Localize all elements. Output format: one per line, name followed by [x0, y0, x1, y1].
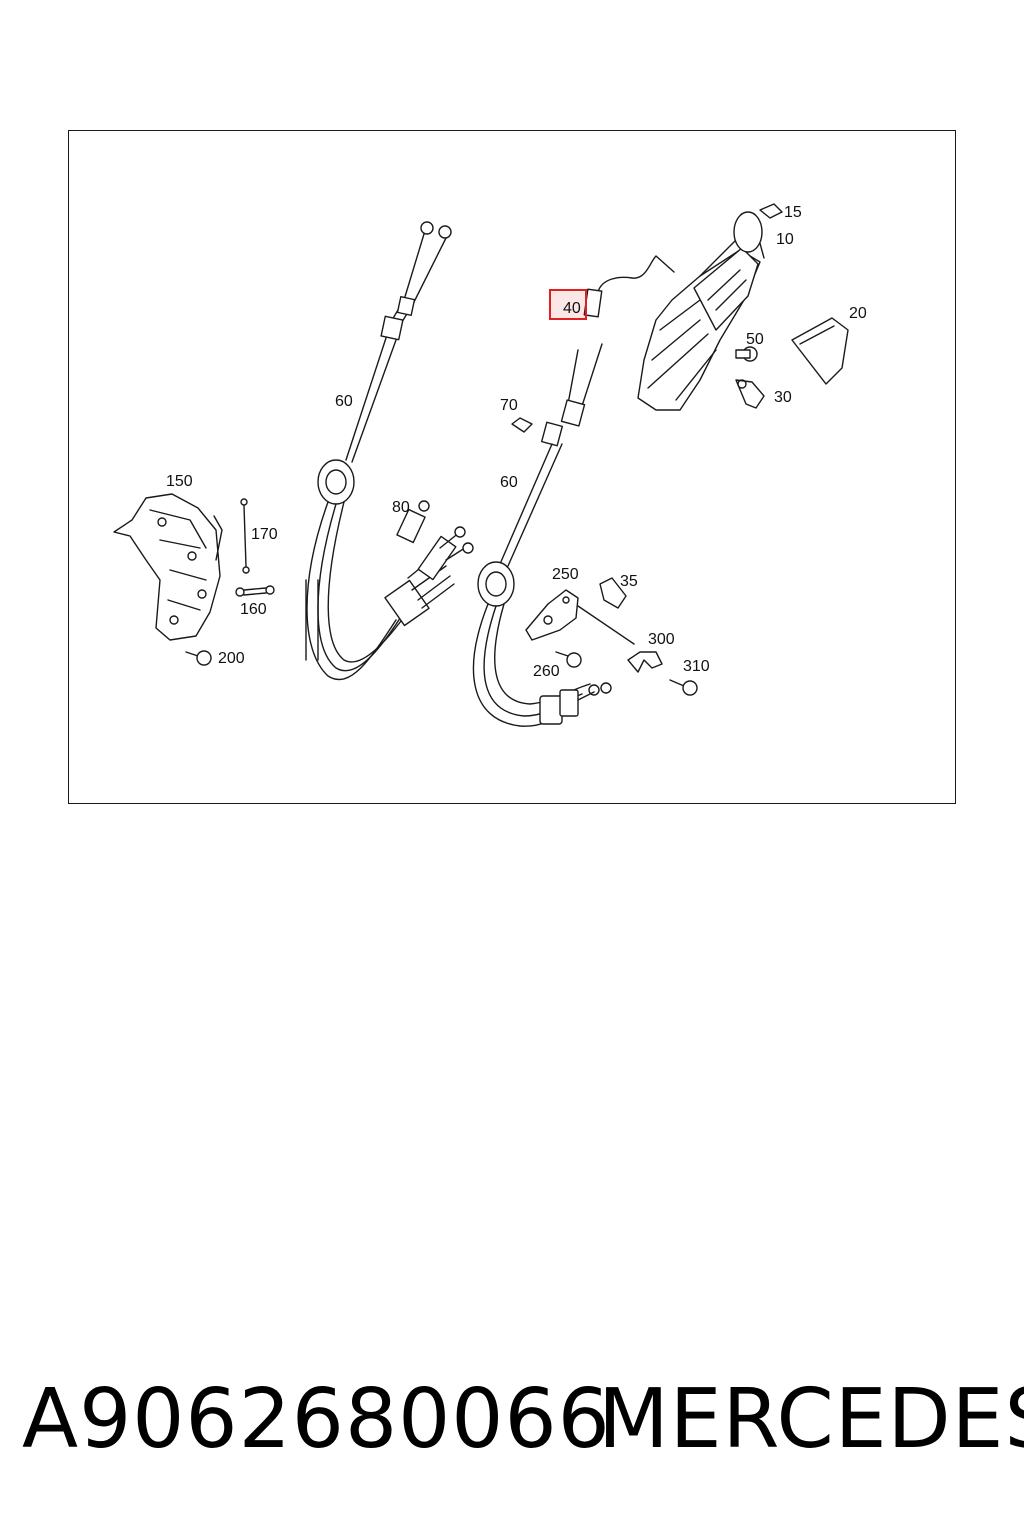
callout-170: 170	[251, 526, 278, 543]
callout-10: 10	[776, 231, 794, 248]
callout-60-left: 60	[335, 393, 353, 410]
callout-15: 15	[784, 204, 802, 221]
callout-80: 80	[392, 499, 410, 516]
part-70-clip	[511, 417, 533, 433]
callout-20: 20	[849, 305, 867, 322]
part-40-harness	[583, 255, 675, 318]
callout-50: 50	[746, 331, 764, 348]
part-250-bracket	[525, 589, 635, 645]
callout-200: 200	[218, 650, 245, 667]
part-35-clip	[599, 577, 627, 609]
callout-60-right: 60	[500, 474, 518, 491]
left-shift-cable	[305, 221, 474, 681]
brand-name: MERCEDES	[598, 1372, 1024, 1467]
part-170-rod	[240, 498, 250, 574]
part-200-bolt	[185, 650, 212, 666]
callout-30: 30	[774, 389, 792, 406]
shift-boot-cover	[791, 317, 849, 385]
part-80-connector	[396, 500, 430, 544]
part-number: A9062680066	[22, 1372, 611, 1467]
part-160-link	[235, 585, 275, 597]
callout-150: 150	[166, 473, 193, 490]
callout-40-highlight[interactable]	[549, 289, 587, 320]
callout-300: 300	[648, 631, 675, 648]
part-260-bolt	[555, 651, 582, 668]
part-310-bolt	[669, 679, 698, 696]
callout-310: 310	[683, 658, 710, 675]
callout-260: 260	[533, 663, 560, 680]
callout-35: 35	[620, 573, 638, 590]
diagram-frame	[68, 130, 956, 804]
callout-160: 160	[240, 601, 267, 618]
callout-70: 70	[500, 397, 518, 414]
callout-250: 250	[552, 566, 579, 583]
shifter-housing	[637, 203, 783, 411]
right-shift-cable	[472, 343, 612, 727]
callout-40: 40	[563, 300, 581, 317]
part-300-holder	[627, 651, 663, 673]
transmission-bracket	[113, 493, 223, 641]
